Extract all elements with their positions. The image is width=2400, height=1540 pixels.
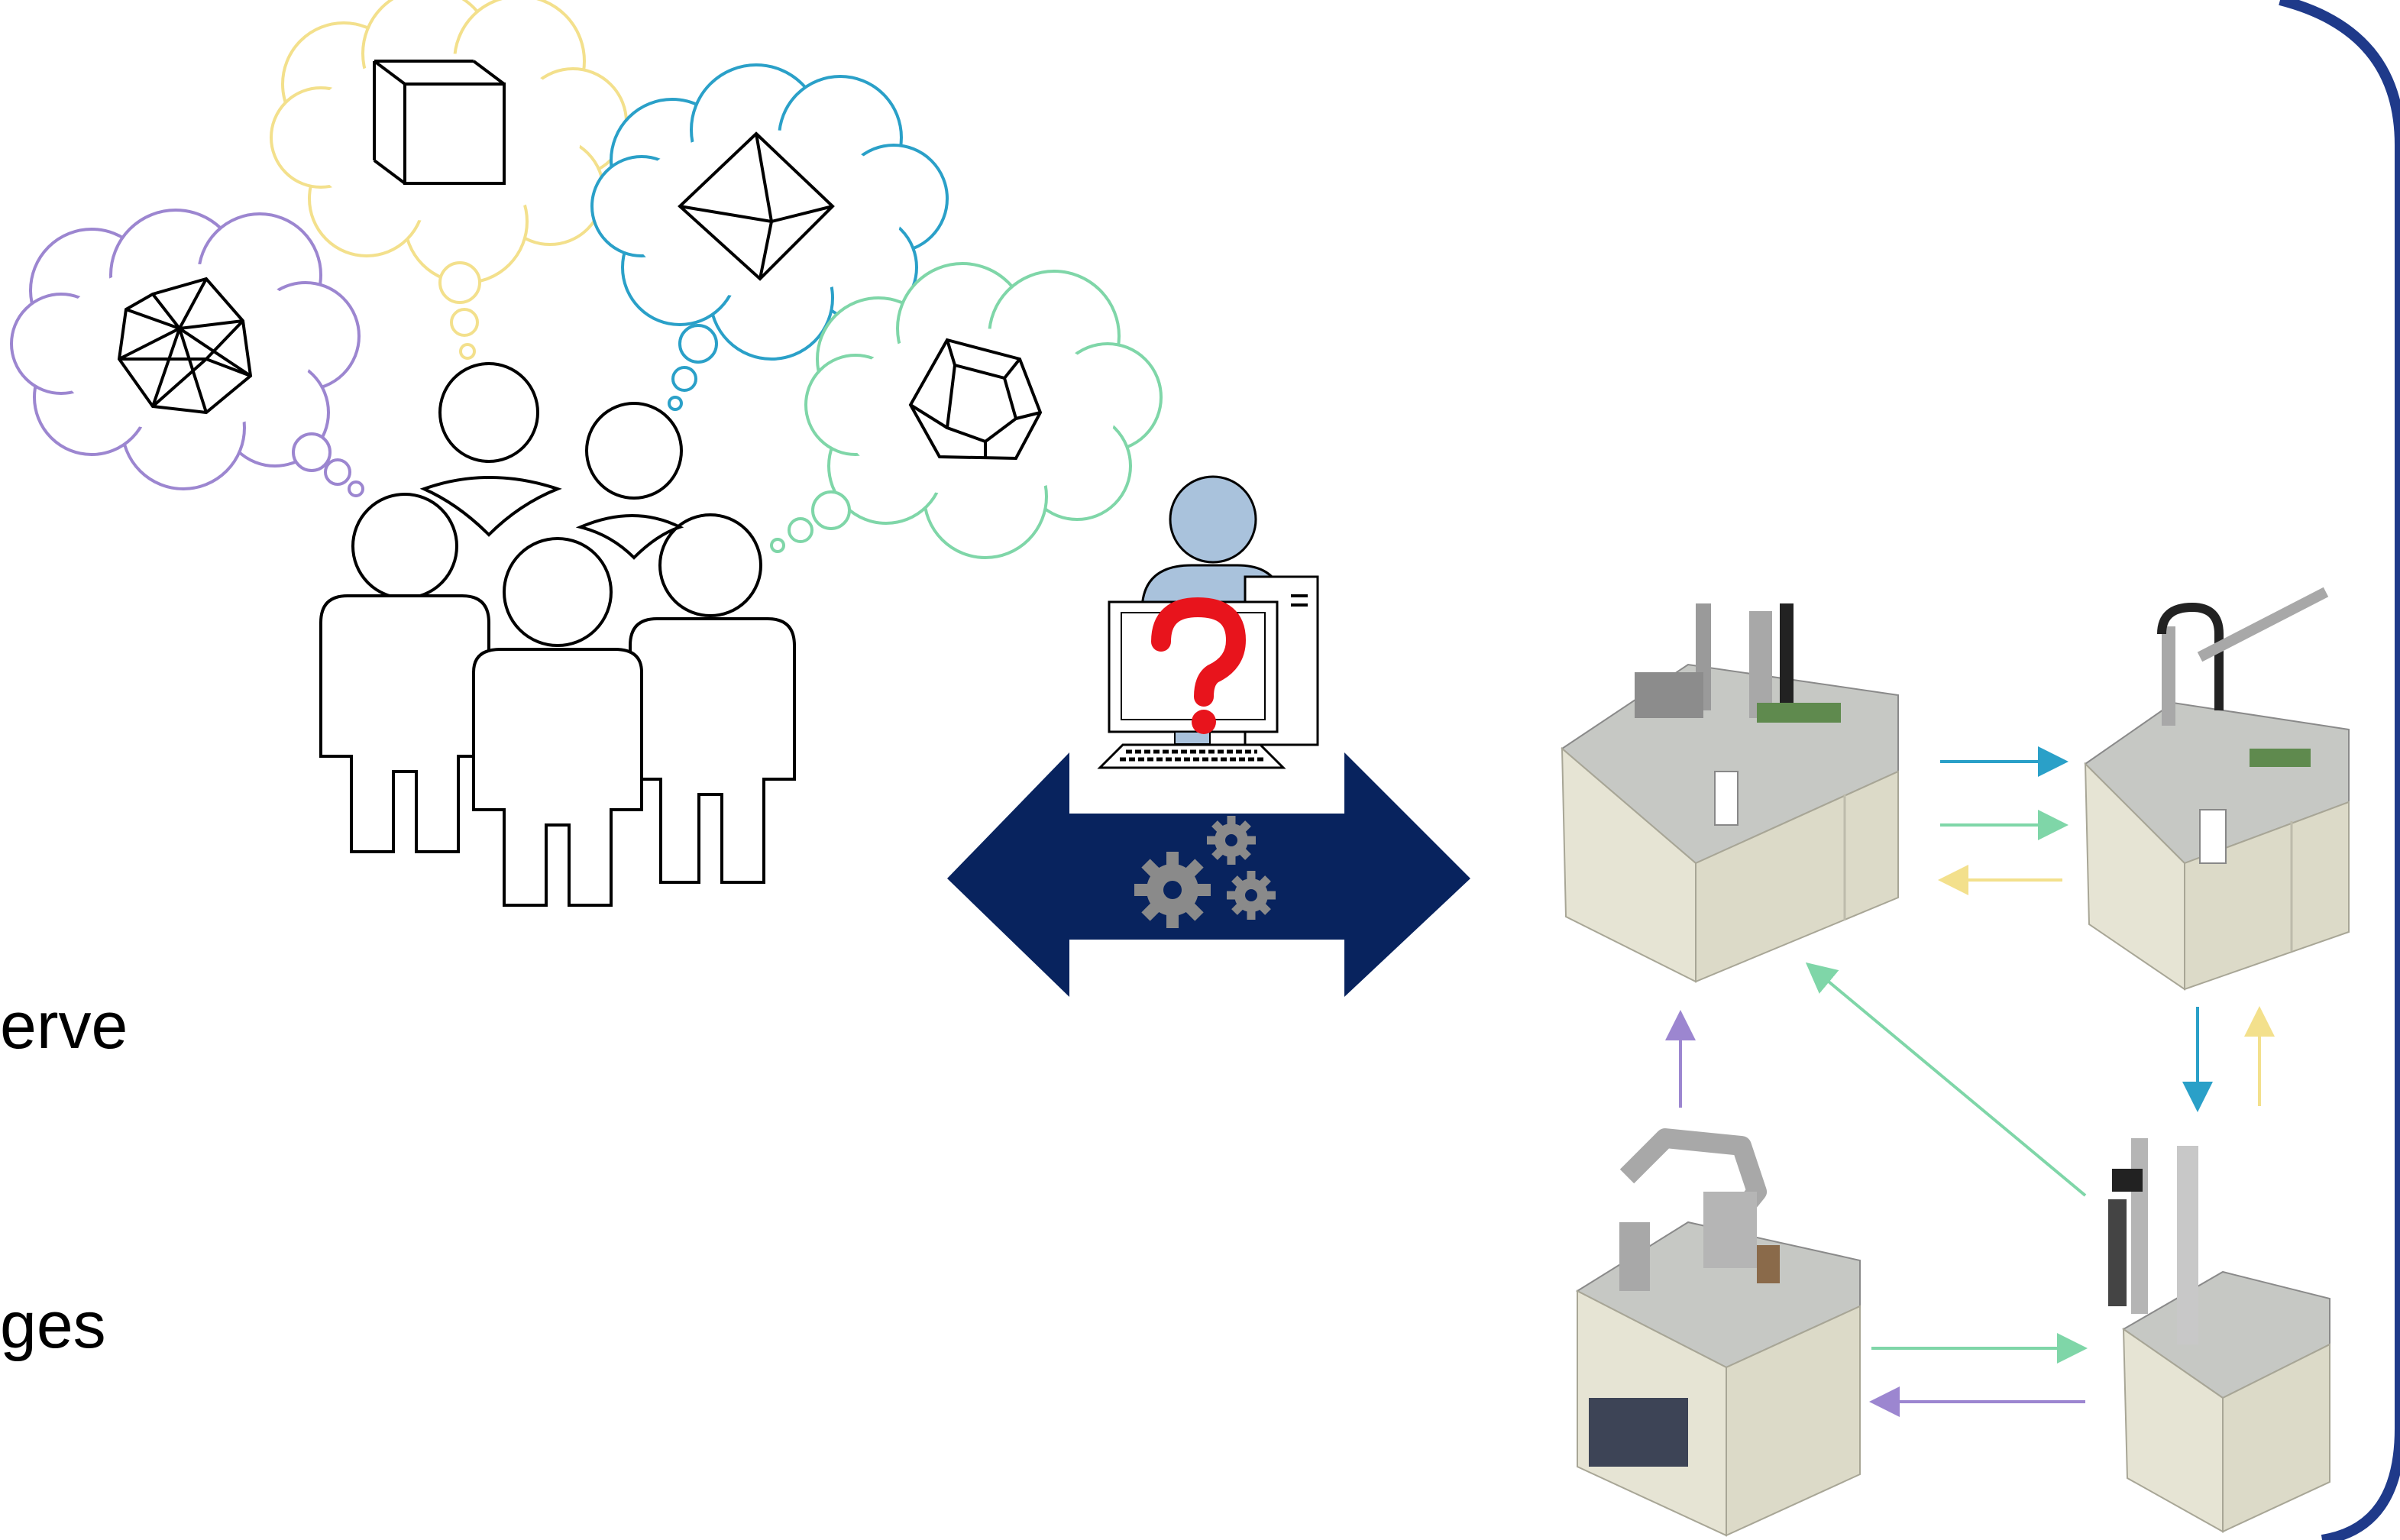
festo-handling-station-icon [2108, 1138, 2330, 1533]
thought-cloud-green [770, 262, 1163, 559]
thought-cloud-purple [10, 209, 364, 497]
dodecahedron-icon [908, 338, 1043, 461]
icosahedron-icon [117, 277, 253, 415]
gear-icon [1227, 871, 1276, 920]
thought-cloud-blue [590, 63, 949, 411]
cut-off-text-ges: ges [0, 1289, 106, 1362]
flow-arrows [1665, 746, 2275, 1417]
gear-icon [1207, 816, 1256, 865]
question-mark-icon [1151, 597, 1247, 734]
cut-off-text-erve: erve [0, 989, 128, 1063]
festo-station-icon [1561, 603, 1899, 983]
festo-station-icon [2084, 587, 2350, 991]
cube-icon [373, 60, 506, 185]
double-arrow-with-gears-icon [947, 752, 1470, 997]
gear-icon [1134, 852, 1211, 928]
group-of-people-icon [319, 362, 796, 907]
thought-cloud-yellow [270, 0, 628, 360]
operator-at-computer-icon [1069, 475, 1344, 810]
octahedron-icon [678, 131, 835, 281]
festo-robot-station-icon [1575, 1128, 1861, 1537]
